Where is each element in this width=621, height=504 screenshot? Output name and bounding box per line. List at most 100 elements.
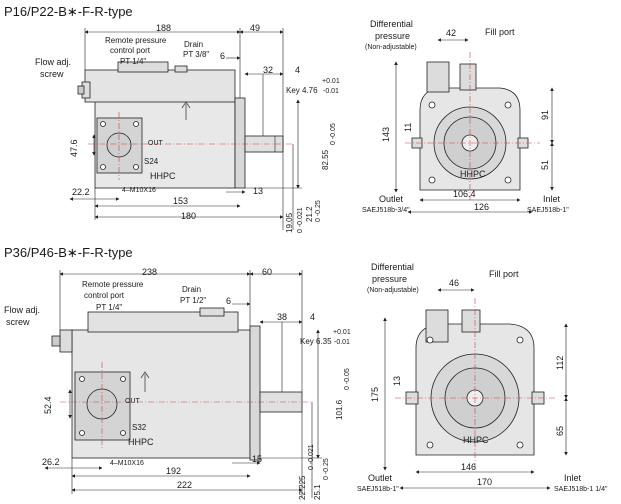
top-dim-188: 188 <box>156 23 172 33</box>
bottom-out-label: OUT <box>125 398 140 405</box>
top-diff-label-3: (Non-adjustable) <box>365 44 417 51</box>
bottom-shaft-h-tol: 0 -0.25 <box>323 458 330 480</box>
top-diff-label-2: pressure <box>375 31 411 41</box>
bottom-diff-label-2: pressure <box>372 274 408 284</box>
top-drain-label: Drain <box>184 40 204 49</box>
bottom-dim-60: 60 <box>262 267 273 277</box>
top-key-tol2: -0.01 <box>323 88 339 95</box>
bottom-dim-6: 6 <box>226 296 232 306</box>
bottom-flow-adj-label: Flow adj. <box>4 305 41 315</box>
bottom-side-view <box>51 307 312 461</box>
top-side-dimensions <box>69 28 302 230</box>
bottom-remote-label-2: control port <box>84 291 125 300</box>
bottom-inlet-spec: SAEJ518b-1 1/4" <box>554 486 608 493</box>
bottom-diff-label-3: (Non-adjustable) <box>367 287 419 294</box>
bottom-side-dimensions <box>44 270 322 498</box>
top-front-dim-11: 11 <box>403 122 413 132</box>
top-outlet-spec: SAEJ518b-3/4" <box>362 207 410 214</box>
bottom-dim-15: 15 <box>252 454 263 464</box>
top-remote-port: PT 1/4" <box>120 57 147 66</box>
bottom-dim-4: 4 <box>310 312 316 322</box>
top-dim-13: 13 <box>253 186 264 196</box>
top-drain-port: PT 3/8" <box>183 50 210 59</box>
bottom-dim-192: 192 <box>166 466 182 476</box>
top-out-label: OUT <box>148 140 163 147</box>
top-size-label: S24 <box>144 157 159 166</box>
top-flow-adj-label: Flow adj. <box>35 57 72 67</box>
bottom-front-view <box>395 298 556 470</box>
bottom-front-dim-112: 112 <box>555 355 565 370</box>
top-title: P16/P22-B∗-F-R-type <box>4 4 133 19</box>
top-remote-label-2: control port <box>110 46 151 55</box>
top-dim-180: 180 <box>181 211 197 221</box>
bottom-dim-38: 38 <box>277 312 288 322</box>
top-front-view <box>405 52 540 200</box>
bottom-remote-port: PT 1/4" <box>96 303 123 312</box>
bottom-shaft-tol: 0 -0.021 <box>308 444 315 470</box>
bottom-height-tol: 0 -0.05 <box>344 368 351 390</box>
bottom-outlet: Outlet <box>368 473 393 483</box>
bottom-key-tol2: -0.01 <box>334 339 350 346</box>
top-front-dimensions <box>394 38 554 214</box>
top-front-brand: HHPC <box>460 169 486 179</box>
top-shaft-dia: 19.05 <box>285 212 294 233</box>
bottom-front-dim-13: 13 <box>392 375 402 386</box>
top-dim-22-2: 22.2 <box>72 187 90 197</box>
top-bolt: 4–M10X16 <box>122 187 156 194</box>
bottom-front-brand: HHPC <box>463 435 489 445</box>
top-brand: HHPC <box>150 171 176 181</box>
bottom-shaft-h: 25.1 <box>313 484 322 500</box>
bottom-shaft-dia: 22.225 <box>298 475 307 500</box>
bottom-front-dimensions <box>383 288 568 490</box>
bottom-outlet-spec: SAEJ518b-1" <box>357 486 399 493</box>
bottom-front-dim-146: 146 <box>461 462 477 472</box>
top-front-dim-106-4: 106.4 <box>453 189 476 199</box>
bottom-remote-label: Remote pressure <box>82 280 144 289</box>
top-dim-47-6: 47.6 <box>69 139 79 157</box>
bottom-key-tol: +0.01 <box>333 329 351 336</box>
top-shaft-tol: 0 -0.021 <box>297 207 304 233</box>
top-front-dim-91: 91 <box>540 109 550 120</box>
bottom-front-dim-170: 170 <box>477 477 493 487</box>
bottom-key: Key 6.35 <box>300 337 332 346</box>
top-height: 82.55 <box>321 149 330 170</box>
bottom-title: P36/P46-B∗-F-R-type <box>4 245 133 260</box>
bottom-height: 101.6 <box>335 399 344 420</box>
top-dim-4: 4 <box>295 65 301 75</box>
top-fill-port: Fill port <box>485 27 515 37</box>
bottom-diff-label: Differential <box>371 262 414 272</box>
top-inlet: Inlet <box>543 194 561 204</box>
top-dim-6: 6 <box>220 51 226 61</box>
bottom-dim-26-2: 26.2 <box>42 457 60 467</box>
top-front-dim-126: 126 <box>474 202 490 212</box>
top-front-dim-51: 51 <box>540 159 550 170</box>
top-front-dim-42: 42 <box>446 28 457 38</box>
top-shaft-h: 21.2 <box>305 206 314 222</box>
bottom-front-dim-65: 65 <box>555 425 565 436</box>
top-key: Key 4.76 <box>286 86 318 95</box>
bottom-size-label: S32 <box>132 423 147 432</box>
bottom-front-dim-175: 175 <box>370 386 380 402</box>
top-dim-49: 49 <box>250 23 261 33</box>
bottom-front-dim-46: 46 <box>449 278 460 288</box>
top-side-view <box>77 61 292 189</box>
bottom-flow-adj-label-2: screw <box>6 317 30 327</box>
top-shaft-h-tol: 0 -0.25 <box>315 200 322 222</box>
top-flow-adj-label-2: screw <box>40 69 64 79</box>
bottom-dim-222: 222 <box>177 480 193 490</box>
bottom-drain-label: Drain <box>182 285 202 294</box>
top-diff-label: Differential <box>370 19 413 29</box>
top-key-tol: +0.01 <box>322 78 340 85</box>
bottom-drain-port: PT 1/2" <box>180 296 207 305</box>
bottom-fill-port: Fill port <box>489 269 519 279</box>
top-front-dim-143: 143 <box>381 126 391 142</box>
top-remote-label: Remote pressure <box>105 36 167 45</box>
top-dim-153: 153 <box>173 196 189 206</box>
bottom-dim-238: 238 <box>142 267 158 277</box>
bottom-dim-52-4: 52.4 <box>43 396 53 414</box>
bottom-inlet: Inlet <box>564 473 582 483</box>
bottom-brand: HHPC <box>128 437 154 447</box>
top-dim-32: 32 <box>263 65 274 75</box>
top-outlet: Outlet <box>379 194 404 204</box>
